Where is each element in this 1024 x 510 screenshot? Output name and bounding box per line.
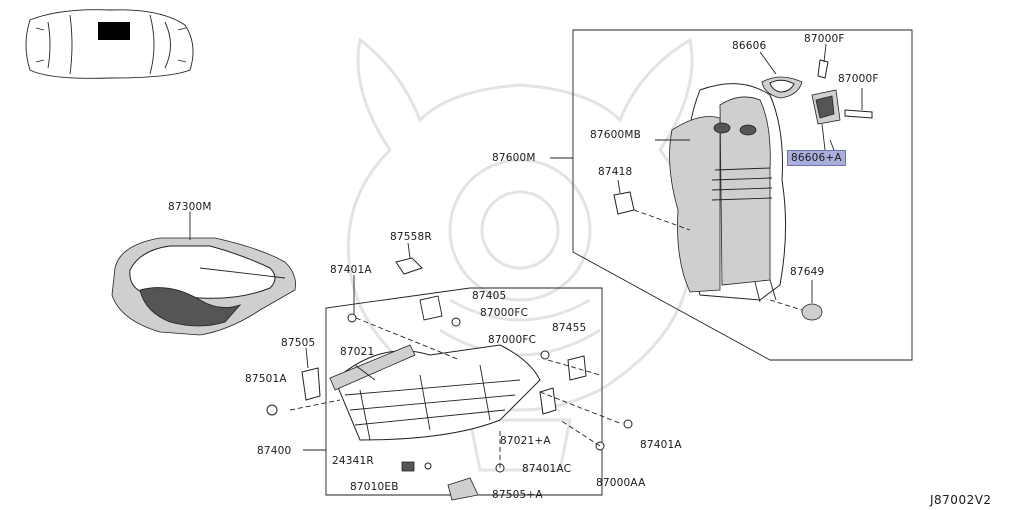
clip-87418 (613, 179, 691, 231)
label-87300m[interactable]: 87300M (168, 201, 212, 213)
bolt-87000f-2 (844, 88, 873, 119)
label-86606[interactable]: 86606 (732, 40, 767, 52)
label-87401ac[interactable]: 87401AC (522, 463, 572, 475)
label-87000fc-2[interactable]: 87000FC (488, 334, 537, 346)
label-87600m[interactable]: 87600M (492, 152, 536, 164)
label-87000f[interactable]: 87000F (804, 33, 845, 45)
label-87505[interactable]: 87505 (281, 337, 316, 349)
cover-87558r (395, 242, 423, 275)
label-87000aa[interactable]: 87000AA (596, 477, 646, 489)
label-87649[interactable]: 87649 (790, 266, 825, 278)
seat-back-assembly (572, 29, 913, 361)
label-87501a[interactable]: 87501A (245, 373, 287, 385)
label-87000fc[interactable]: 87000FC (480, 307, 529, 319)
seat-frame-assembly (266, 275, 633, 501)
label-87505-a[interactable]: 87505+A (492, 489, 543, 501)
label-87455[interactable]: 87455 (552, 322, 587, 334)
label-87600mb[interactable]: 87600MB (590, 129, 642, 141)
label-87401a[interactable]: 87401A (330, 264, 372, 276)
label-87010eb[interactable]: 87010EB (350, 481, 399, 493)
label-87021-a[interactable]: 87021+A (500, 435, 551, 447)
label-87000f-2[interactable]: 87000F (838, 73, 879, 85)
label-87405[interactable]: 87405 (472, 290, 507, 302)
label-87558r[interactable]: 87558R (390, 231, 432, 243)
bolt-87000f (817, 43, 829, 79)
label-86606-a[interactable]: 86606+A (787, 150, 846, 166)
label-87021[interactable]: 87021 (340, 346, 375, 358)
cap-87649 (769, 280, 823, 321)
label-87418[interactable]: 87418 (598, 166, 633, 178)
car-thumbnail (25, 9, 194, 79)
trim-bezel-86606-a (811, 89, 841, 151)
label-87401a-2[interactable]: 87401A (640, 439, 682, 451)
label-24341r[interactable]: 24341R (332, 455, 374, 467)
trim-ring-86606 (759, 51, 803, 99)
diagram-reference-code: J87002V2 (930, 493, 992, 507)
seat-cushion (111, 212, 296, 336)
label-87400[interactable]: 87400 (257, 445, 292, 457)
